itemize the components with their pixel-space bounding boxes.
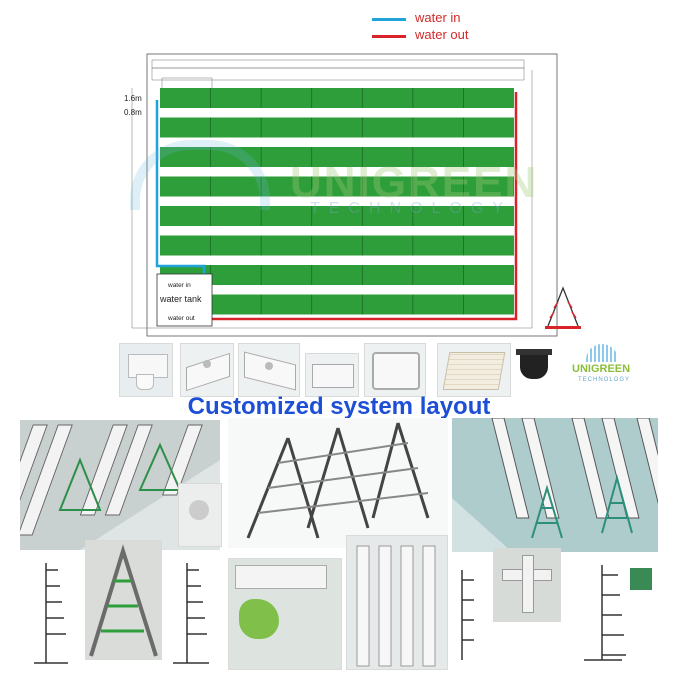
unigreen-logo: UNIGREEN TECHNOLOGY (572, 344, 634, 396)
legend-water-out-swatch (372, 35, 406, 38)
watermark-tagline: TECHNOLOGY (310, 200, 513, 217)
growing-row (160, 206, 514, 226)
growing-row (160, 265, 514, 285)
legend-water-in-swatch (372, 18, 406, 21)
legend-water-in-label: water in (415, 10, 461, 25)
product-channel-square (364, 343, 426, 397)
growing-row (160, 294, 514, 315)
caption-title: Customized system layout (187, 393, 491, 420)
a-frame-sketch (540, 282, 586, 338)
render-a-frame-structure (228, 418, 448, 548)
photo-vertical-channels (346, 535, 448, 670)
product-sponge-tray (437, 343, 511, 397)
logo-brand-text: UNIGREEN (572, 363, 631, 375)
product-elbow (119, 343, 173, 397)
product-net-cup (514, 345, 556, 393)
pipe-diagram-right-1 (454, 565, 494, 665)
growing-row (160, 117, 514, 138)
render-a-frame-teal (452, 418, 658, 552)
tank-water-out-label: water out (168, 315, 195, 322)
photo-a-frame-assembly (85, 540, 162, 660)
dimension-spacing-label: 1.6m (124, 94, 142, 103)
tank-water-in-label: water in (168, 282, 191, 289)
pipe-diagram-left-1 (28, 558, 78, 668)
product-channel-lid (238, 343, 300, 397)
legend-water-out-label: water out (415, 27, 469, 42)
photo-channel-end (178, 483, 222, 547)
product-channel-end (180, 343, 234, 397)
photo-pipe-fittings (493, 548, 561, 622)
photo-channel-plants (228, 558, 342, 670)
dimension-width-label: 0.8m (124, 108, 142, 117)
pipe-diagram-right-2 (572, 560, 662, 668)
growing-row (160, 88, 514, 108)
growing-row (160, 235, 514, 256)
logo-tagline-text: TECHNOLOGY (578, 377, 631, 383)
pipe-diagram-left-2 (165, 558, 215, 668)
tank-label: water tank (160, 294, 202, 304)
product-connector (305, 353, 359, 397)
watermark-brand: UNIGREEN (290, 158, 539, 207)
